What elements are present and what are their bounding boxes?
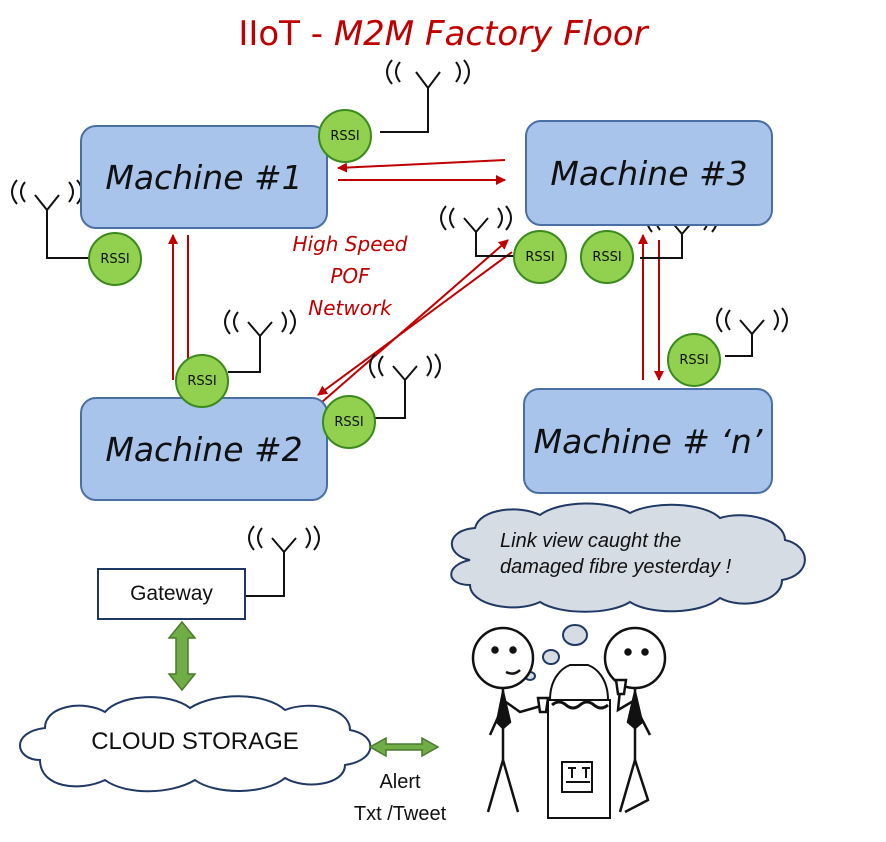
thought-bubble — [542, 649, 560, 665]
antenna-icon — [224, 309, 296, 373]
thought-cloud-shape — [450, 502, 806, 613]
stick-figure-right-icon — [603, 626, 667, 814]
network-label: High Speed POF Network — [270, 228, 430, 324]
antenna-icon — [440, 205, 515, 257]
pof-links — [168, 159, 664, 403]
rssi-node: RSSI — [322, 395, 376, 449]
cloud-alert-double-arrow — [368, 736, 440, 758]
cloud-storage-label: CLOUD STORAGE — [91, 728, 299, 755]
thought-text: Link view caught the damaged fibre yeste… — [500, 528, 780, 580]
alert-line: Alert — [379, 771, 421, 793]
antenna-icon — [11, 179, 92, 259]
machine-2: Machine #2 — [80, 397, 328, 501]
title-prefix: IIoT - — [238, 14, 334, 54]
antenna-icon — [380, 59, 470, 133]
rssi-node: RSSI — [580, 230, 634, 284]
antenna-icon — [716, 307, 788, 357]
rssi-node: RSSI — [667, 333, 721, 387]
cloud-storage-shape — [19, 695, 372, 793]
page-title: IIoT - M2M Factory Floor — [0, 14, 886, 54]
network-label-line: Network — [308, 296, 392, 320]
machine-1: Machine #1 — [80, 125, 328, 229]
water-cooler-icon — [547, 664, 611, 819]
title-emphasis: M2M Factory Floor — [333, 14, 648, 54]
thought-bubble — [562, 624, 588, 646]
machine-n: Machine # ‘n’ — [523, 388, 773, 494]
network-label-line: POF — [330, 264, 370, 288]
thought-line: Link view caught the — [500, 530, 682, 552]
antennas — [11, 59, 788, 597]
rssi-node: RSSI — [318, 109, 372, 163]
link-m3-to-m2 — [317, 251, 513, 396]
antenna-icon — [369, 353, 441, 419]
rssi-node: RSSI — [175, 354, 229, 408]
antenna-icon — [242, 525, 320, 597]
alert-label: Alert Txt /Tweet — [320, 766, 480, 830]
link-m2-to-m3 — [321, 239, 509, 403]
rssi-node: RSSI — [88, 232, 142, 286]
alert-line: Txt /Tweet — [353, 803, 447, 825]
stick-figure-left-icon — [471, 626, 550, 813]
thought-line: damaged fibre yesterday ! — [500, 556, 732, 578]
network-label-line: High Speed — [292, 232, 408, 256]
link-m3-to-m1 — [337, 159, 506, 173]
machine-3: Machine #3 — [525, 120, 773, 226]
gateway-cloud-double-arrow — [167, 620, 197, 692]
rssi-node: RSSI — [513, 230, 567, 284]
gateway-box: Gateway — [97, 568, 246, 620]
